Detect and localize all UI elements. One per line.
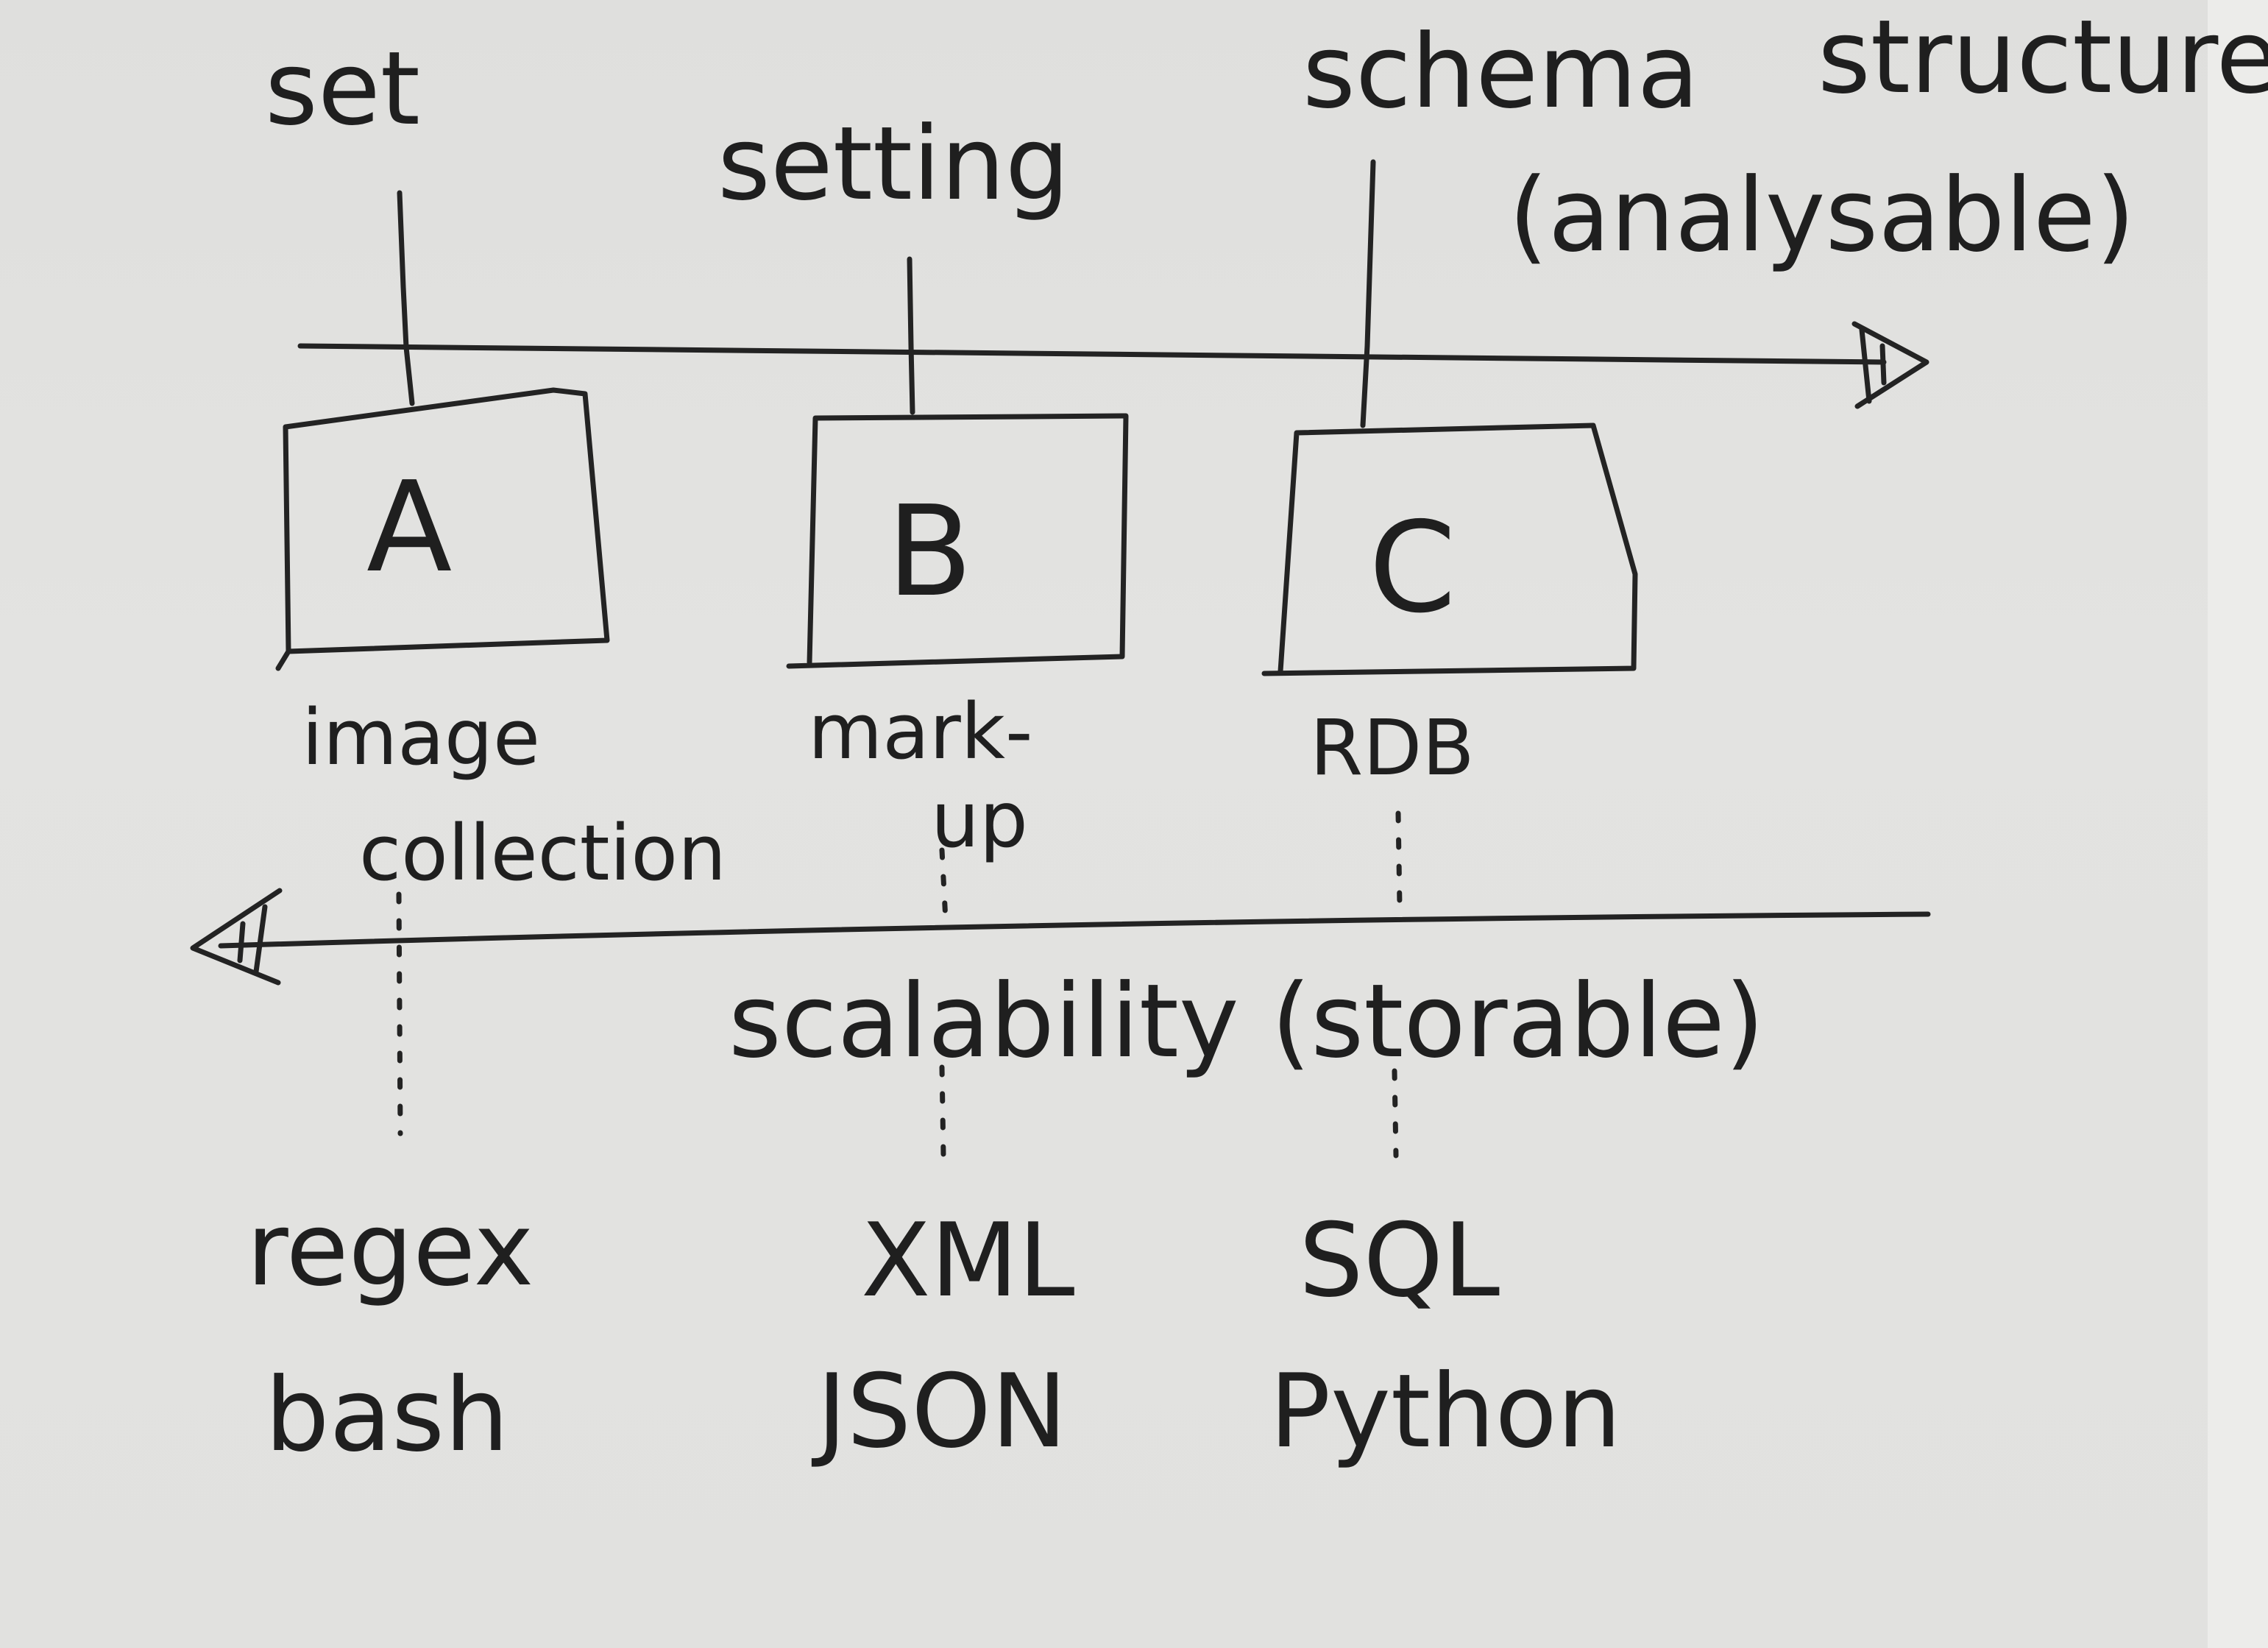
label-analysable: (analysable) [1509, 156, 2136, 275]
tool-python: Python [1269, 1352, 1621, 1471]
tool-sql: SQL [1299, 1201, 1500, 1320]
box-c-outline [1261, 422, 1638, 676]
tick-schema [1360, 159, 1376, 428]
caption-a-line2: collection [359, 808, 726, 898]
box-b-outline [786, 413, 1129, 669]
dotted-connector-c-upper [1395, 810, 1403, 908]
box-b: B [786, 413, 1129, 669]
paper-edge [2208, 0, 2268, 1648]
caption-b-line1: mark- [808, 687, 1033, 777]
box-c: C [1261, 422, 1638, 676]
box-a-letter: A [366, 455, 452, 601]
box-a-outline [275, 387, 610, 671]
top-axis-arrowhead [1851, 321, 1929, 409]
caption-b-line2: up [931, 775, 1028, 865]
dotted-connector-b-lower [939, 1064, 946, 1159]
box-a: A [275, 387, 610, 671]
label-setting: setting [717, 105, 1069, 223]
dotted-connector-c-lower [1392, 1068, 1399, 1159]
label-set: set [265, 29, 420, 148]
tool-json: JSON [811, 1352, 1067, 1471]
top-axis [297, 321, 1929, 409]
bottom-axis-arrowhead [190, 888, 283, 986]
caption-a-line1: image [302, 693, 540, 782]
label-scalability: scalability (storable) [729, 962, 1765, 1081]
tool-regex: regex [247, 1190, 534, 1309]
top-axis-line [297, 343, 1887, 365]
label-schema: schema [1303, 13, 1699, 131]
tool-bash: bash [265, 1356, 509, 1474]
tool-xml: XML [861, 1201, 1075, 1320]
box-c-letter: C [1369, 495, 1456, 641]
dotted-connector-a [396, 891, 403, 1136]
bottom-axis [190, 888, 1931, 986]
bottom-axis-line [218, 911, 1931, 949]
paper-sheet [0, 0, 2208, 1648]
tick-setting [907, 256, 915, 415]
tick-set [397, 190, 415, 406]
dotted-connector-b-upper [939, 847, 949, 923]
box-b-letter: B [887, 479, 973, 625]
caption-c-line1: RDB [1310, 703, 1475, 793]
label-structure: structure [1818, 0, 2268, 116]
